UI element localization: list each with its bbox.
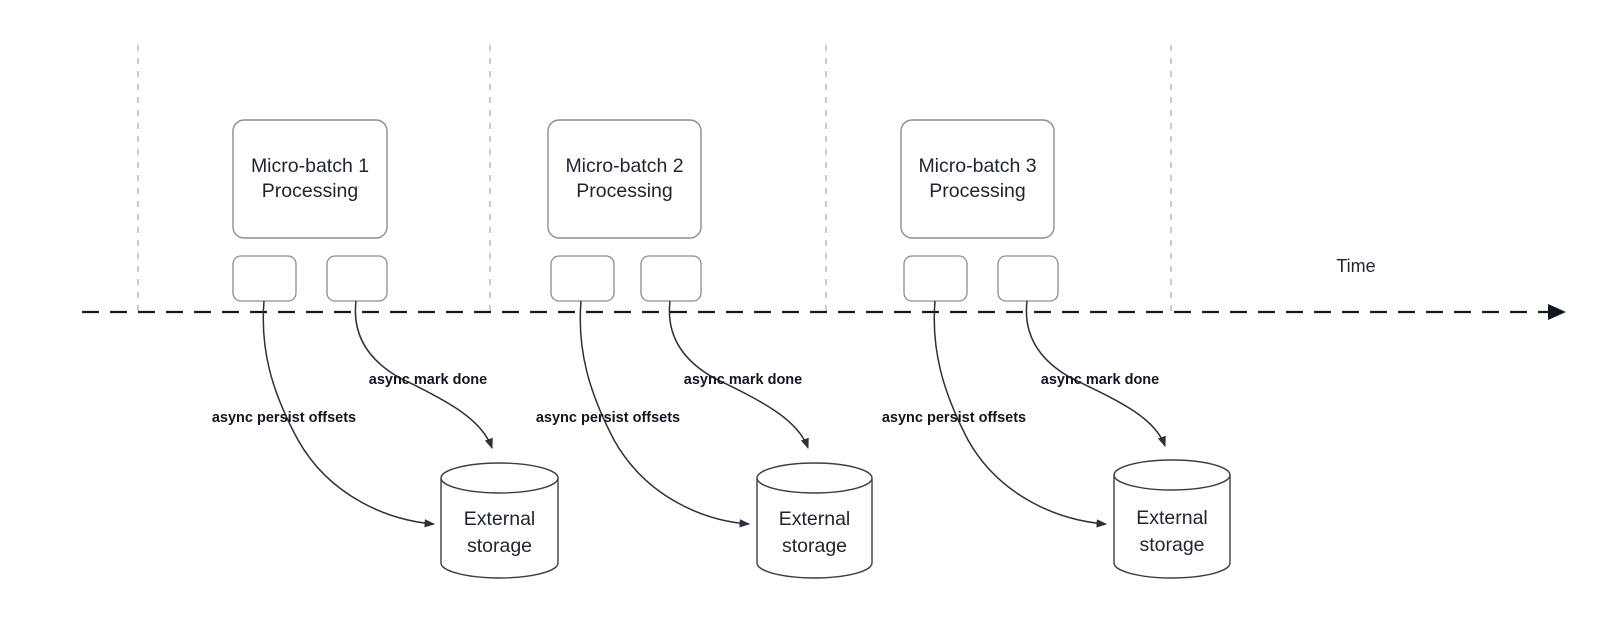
external-storage-1-top[interactable] — [440, 462, 559, 494]
external-storage-2-label-line2: storage — [782, 535, 847, 557]
external-storage-2[interactable]: External storage — [756, 462, 873, 579]
micro-batch-group-2: Micro-batch 2 Processing async persist o… — [536, 119, 873, 579]
time-axis: Time — [82, 256, 1566, 320]
micro-batch-2-box[interactable]: Micro-batch 2 Processing — [547, 119, 702, 239]
mark-done-edge-1 — [354, 300, 493, 449]
persist-offsets-edge-2 — [579, 300, 751, 528]
mark-done-edge-3 — [1025, 300, 1166, 447]
micro-batch-3-label-line1: Micro-batch 3 — [918, 155, 1036, 177]
external-storage-1-label-line2: storage — [467, 535, 532, 557]
mark-done-task-2[interactable] — [640, 255, 702, 302]
persist-offsets-task-2[interactable] — [550, 255, 615, 302]
time-axis-arrowhead — [1548, 304, 1566, 320]
mark-done-label-1: async mark done — [369, 372, 487, 388]
persist-offsets-label-1: async persist offsets — [212, 410, 356, 426]
mark-done-label-2: async mark done — [684, 372, 802, 388]
external-storage-2-top[interactable] — [756, 462, 873, 494]
micro-batch-3-label-line2: Processing — [929, 180, 1025, 202]
external-storage-3[interactable]: External storage — [1113, 459, 1231, 579]
persist-offsets-task-1[interactable] — [232, 255, 297, 302]
micro-batch-2-box-shape[interactable] — [547, 119, 702, 239]
external-storage-1-body[interactable] — [440, 478, 559, 579]
micro-batch-1-box-shape[interactable] — [232, 119, 388, 239]
persist-offsets-edge-3 — [933, 300, 1108, 528]
time-axis-label: Time — [1336, 256, 1375, 276]
micro-batch-3-box-shape[interactable] — [900, 119, 1055, 239]
micro-batch-group-1: Micro-batch 1 Processing async persist o… — [212, 119, 559, 579]
persist-offsets-task-3[interactable] — [903, 255, 968, 302]
micro-batch-3-box[interactable]: Micro-batch 3 Processing — [900, 119, 1055, 239]
micro-batch-1-label-line1: Micro-batch 1 — [251, 155, 369, 177]
mark-done-task-3[interactable] — [997, 255, 1059, 302]
micro-batch-group-3: Micro-batch 3 Processing async persist o… — [882, 119, 1231, 579]
micro-batch-1-box[interactable]: Micro-batch 1 Processing — [232, 119, 388, 239]
external-storage-3-body[interactable] — [1113, 475, 1231, 579]
external-storage-2-label-line1: External — [779, 508, 851, 530]
mark-done-task-1[interactable] — [326, 255, 388, 302]
external-storage-3-label-line1: External — [1136, 507, 1208, 529]
persist-offsets-label-3: async persist offsets — [882, 410, 1026, 426]
external-storage-1-label-line1: External — [464, 508, 536, 530]
external-storage-1[interactable]: External storage — [440, 462, 559, 579]
mark-done-edge-2 — [668, 300, 809, 449]
micro-batch-2-label-line1: Micro-batch 2 — [565, 155, 683, 177]
external-storage-3-label-line2: storage — [1139, 534, 1204, 556]
persist-offsets-edge-1 — [262, 300, 436, 528]
persist-offsets-label-2: async persist offsets — [536, 410, 680, 426]
mark-done-label-3: async mark done — [1041, 372, 1159, 388]
micro-batch-2-label-line2: Processing — [576, 180, 672, 202]
micro-batch-1-label-line2: Processing — [262, 180, 358, 202]
external-storage-3-top[interactable] — [1113, 459, 1231, 491]
external-storage-2-body[interactable] — [756, 478, 873, 579]
